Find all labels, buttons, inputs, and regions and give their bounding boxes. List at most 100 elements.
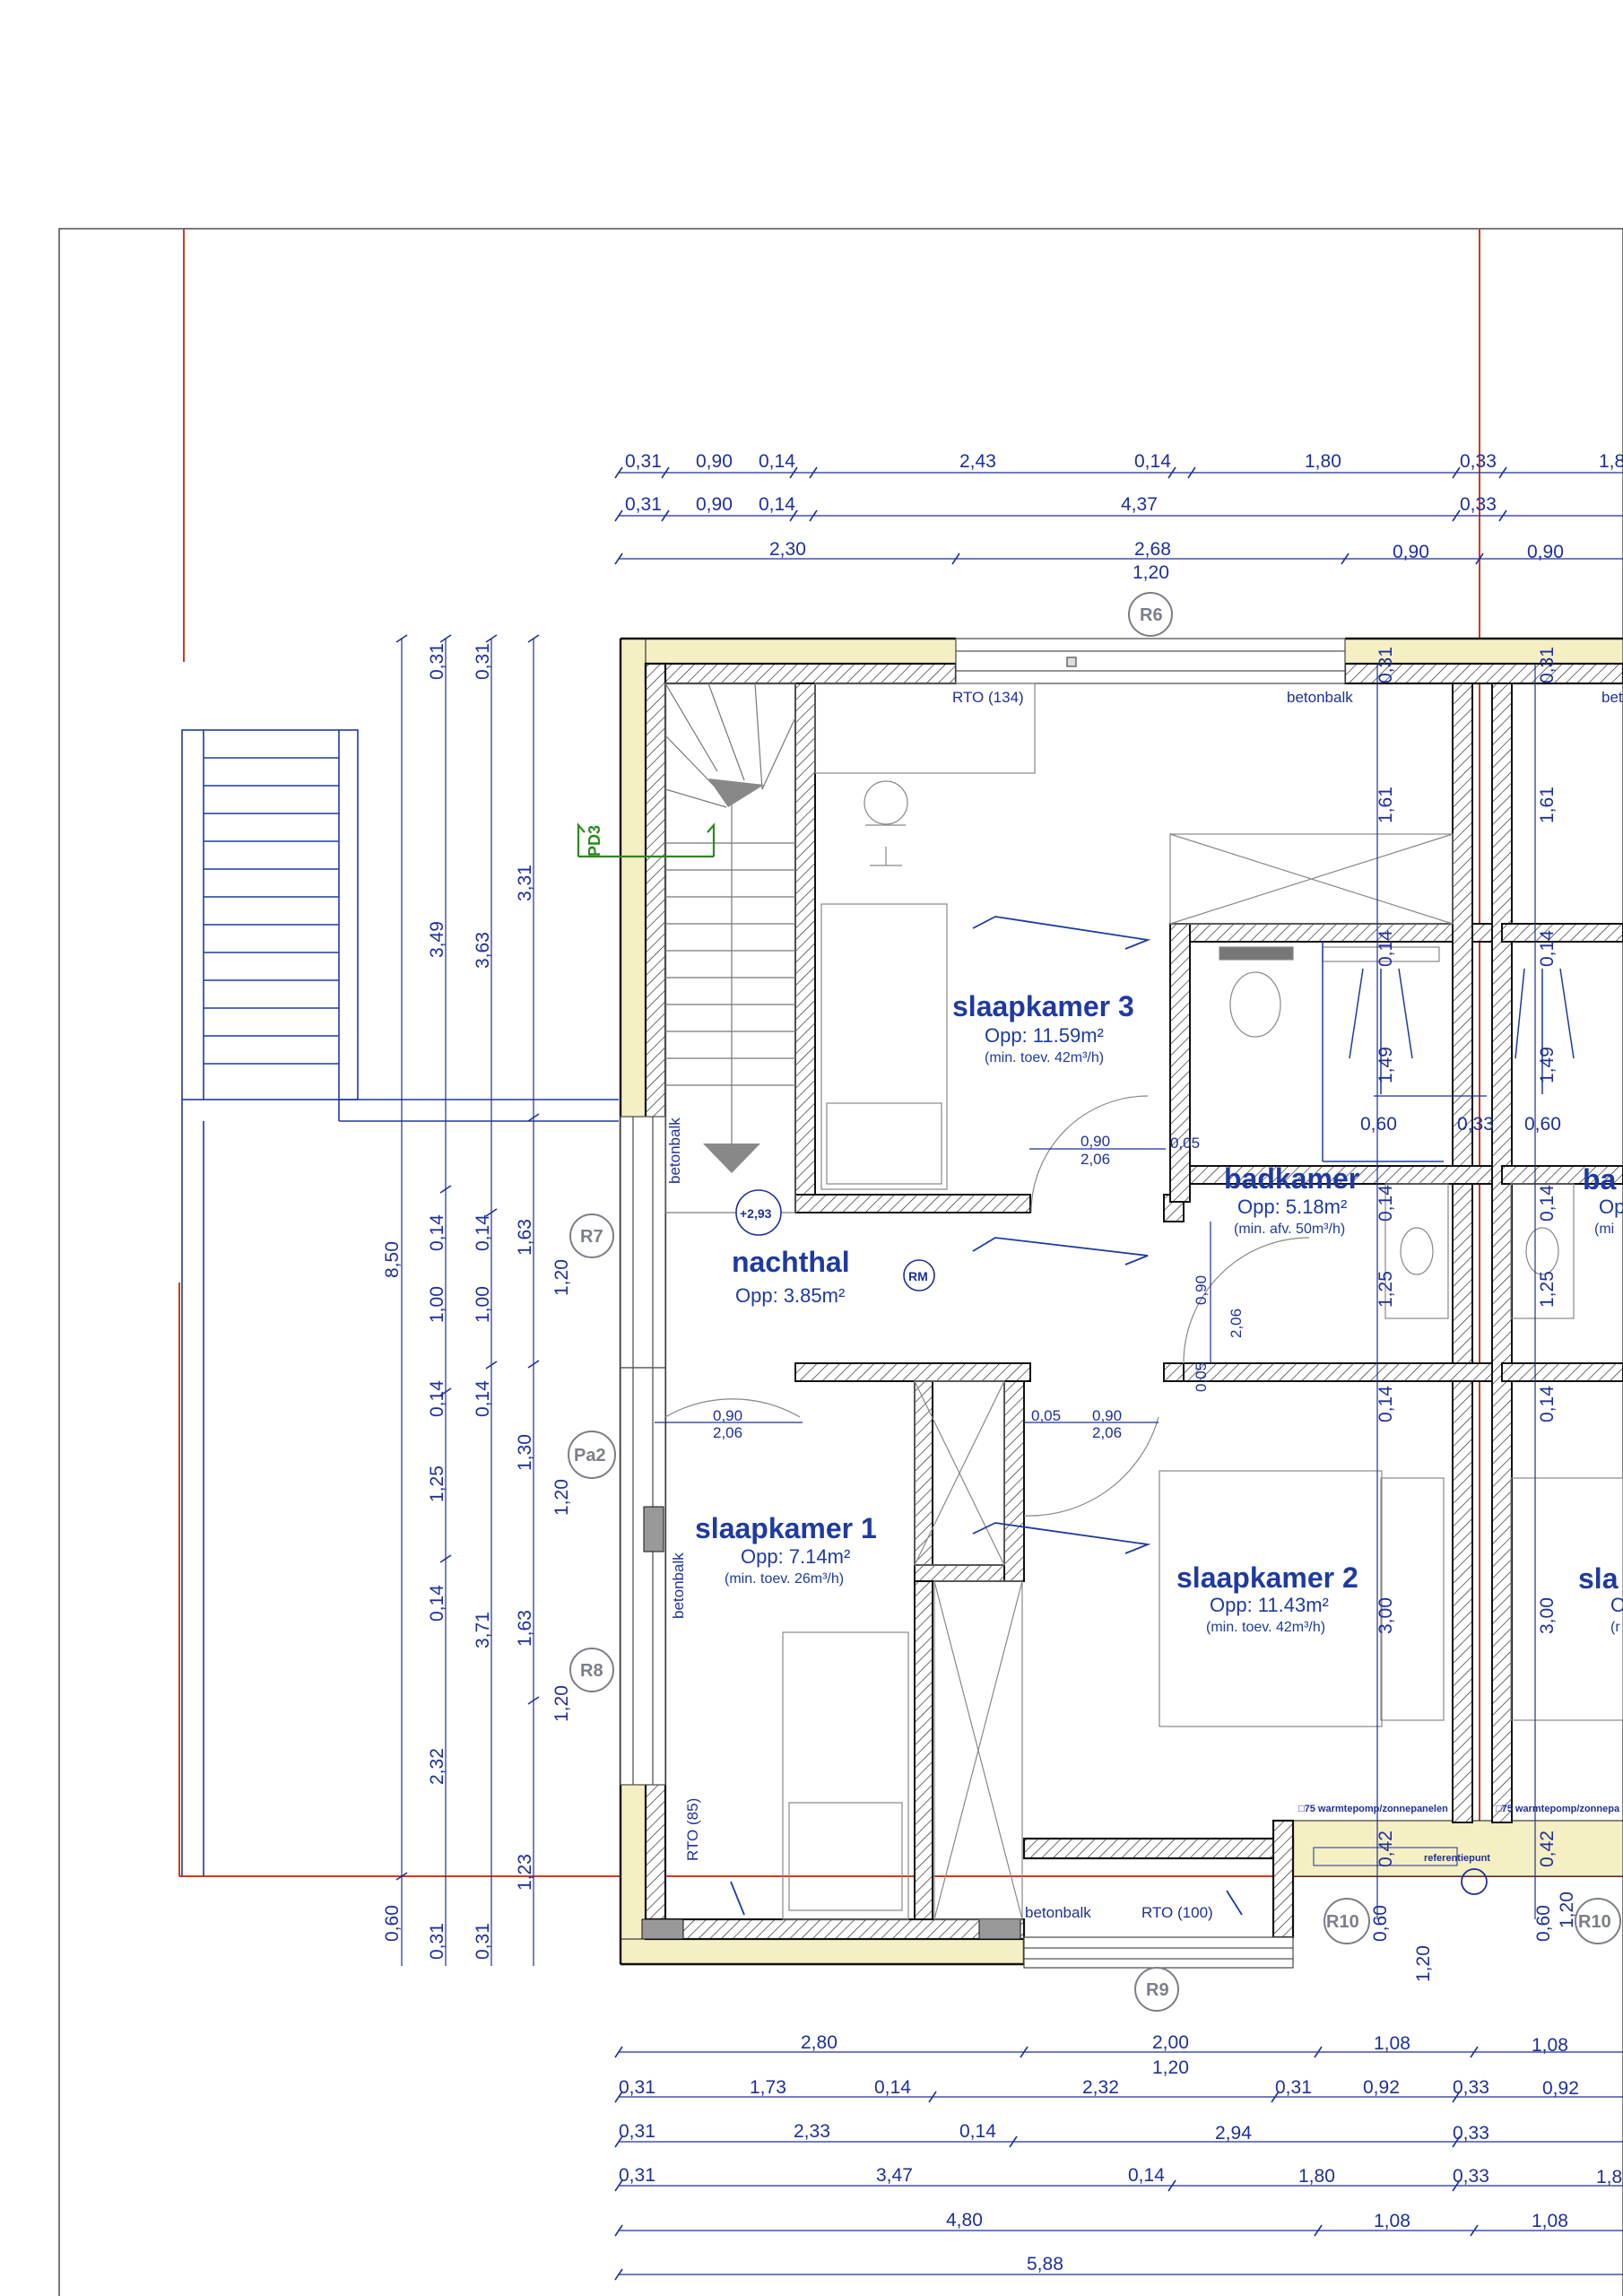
dim-interior-label: 0,14 [1376, 930, 1396, 967]
dim-left-label: 1,30 [515, 1434, 535, 1471]
dim-top-label: 0,33 [1460, 494, 1497, 515]
dim-interior-label: 3,00 [1537, 1597, 1558, 1634]
dim-interior-label: 1,49 [1376, 1047, 1396, 1083]
dim-interior-label: 1,61 [1376, 787, 1396, 823]
window-marker-r10-neighbor: R10 [1578, 1912, 1611, 1932]
dim-bottom-label: 0,31 [619, 2077, 655, 2098]
dim-bottom-label: 2,94 [1215, 2123, 1252, 2144]
dim-interior-label: 0,60 [1524, 1114, 1561, 1135]
room-name-slaapkamer-1: slaapkamer 1 [695, 1512, 877, 1544]
dim-bottom-label: 2,00 [1152, 2032, 1189, 2053]
reference-point [1313, 1847, 1488, 1895]
dim-bottom-label: 1,20 [1152, 2057, 1189, 2078]
room-name-badkamer-neighbor: ba [1583, 1163, 1617, 1196]
dim-bottom-label: 0,31 [619, 2121, 655, 2142]
window-marker-r10: R10 [1326, 1912, 1359, 1932]
window-marker-r8: R8 [580, 1661, 603, 1681]
marker-circles [568, 592, 1621, 2012]
door-width: 0,90 [1193, 1275, 1210, 1305]
dim-interior-label: 0,60 [1370, 1905, 1391, 1942]
window-marker-r9: R9 [1146, 1980, 1169, 2000]
room-ventilation: (r [1610, 1620, 1620, 1635]
dim-top-label: 0,90 [696, 451, 733, 472]
dim-top-label: 2,30 [769, 539, 806, 560]
dim-left-label: 8,50 [382, 1241, 403, 1278]
dim-bottom-label: 0,33 [1453, 2077, 1489, 2098]
room-area: Opp: 7.14m² [741, 1545, 850, 1568]
dimension-ticks [395, 466, 1507, 2281]
dim-top-label: 0,90 [696, 494, 733, 515]
label-rto-134: RTO (134) [952, 689, 1024, 706]
door-offset: 0,05 [1170, 1135, 1200, 1152]
dim-bottom-label: 0,92 [1363, 2077, 1400, 2098]
room-name-slaapkamer-3: slaapkamer 3 [952, 990, 1134, 1022]
dim-bottom-label: 5,88 [1027, 2254, 1063, 2274]
door-width: 0,90 [1092, 1407, 1122, 1424]
dim-top-label: 0,90 [1393, 542, 1429, 562]
dim-interior-label: 0,14 [1537, 1185, 1558, 1222]
dim-bottom-label: 2,32 [1082, 2077, 1119, 2098]
label-section-pd3: PD3 [586, 825, 603, 857]
label-betonbalk: betonbalk [1287, 689, 1353, 706]
room-area: Opp: 11.59m² [985, 1024, 1104, 1047]
door-height: 2,06 [1081, 1151, 1110, 1168]
dim-bottom-label: 0,14 [1128, 2165, 1165, 2186]
dim-bottom-label: 1,08 [1532, 2211, 1568, 2231]
dim-top-label: 1,20 [1133, 562, 1169, 583]
dim-top-label: 0,14 [759, 494, 795, 515]
dim-top-label: 2,43 [959, 451, 996, 472]
door-offset: 0,05 [1193, 1362, 1210, 1392]
dim-interior-label: 0,42 [1537, 1831, 1558, 1867]
dim-bottom-label: 0,31 [619, 2165, 655, 2186]
window-marker-r6: R6 [1140, 605, 1163, 625]
label-rto-100: RTO (100) [1141, 1904, 1213, 1921]
dim-top-label: 0,90 [1527, 542, 1564, 562]
stair-arrow [703, 1144, 760, 1173]
dim-interior-label: 0,33 [1457, 1114, 1494, 1135]
dim-left-label: 2,32 [427, 1748, 447, 1785]
dim-interior-label: 1,49 [1537, 1047, 1558, 1083]
dim-bottom-label: 1,73 [750, 2077, 786, 2098]
flow-arrows [730, 916, 1243, 1916]
dim-left-label: 0,31 [473, 643, 493, 680]
label-betonbalk: betonbalk [670, 1552, 687, 1619]
dim-interior-label: 1,25 [1376, 1271, 1396, 1308]
dim-interior-label: 0,60 [1533, 1905, 1554, 1942]
level-marker: +2,93 [740, 1206, 772, 1221]
dim-interior-label: 0,42 [1376, 1831, 1396, 1867]
dim-left-label: 3,31 [515, 865, 535, 901]
label-warmtepomp: □75 warmtepomp/zonnepanelen [1298, 1804, 1448, 1814]
room-area: Opp: 11.43m² [1210, 1594, 1329, 1616]
dim-top-label: 0,31 [625, 494, 662, 515]
dim-bottom-label: 0,33 [1453, 2123, 1489, 2144]
fixtures [664, 683, 1623, 1920]
dim-left-label: 1,20 [551, 1259, 572, 1296]
room-area: Opp: 3.85m² [735, 1284, 845, 1307]
dim-top-label: 4,37 [1121, 494, 1158, 515]
dim-interior-label: 1,20 [1413, 1945, 1434, 1982]
label-betonbalk: betonbalk [1025, 1904, 1091, 1921]
dim-left-label: 1,20 [551, 1479, 572, 1516]
dim-left-label: 0,31 [473, 1923, 493, 1960]
sheet-frame [58, 228, 1623, 2296]
dim-left-label: 1,20 [551, 1685, 572, 1722]
external-stair [181, 729, 619, 1876]
dim-interior-label: 0,31 [1537, 647, 1558, 683]
property-lines [178, 229, 1623, 1877]
dim-left-label: 1,23 [515, 1854, 535, 1891]
dim-left-label: 0,31 [427, 643, 447, 680]
dim-left-label: 3,71 [473, 1612, 493, 1648]
section-marker [577, 822, 716, 858]
room-area: Op [1599, 1196, 1623, 1218]
room-ventilation: (min. toev. 42m³/h) [985, 1050, 1104, 1065]
dim-bottom-label: 2,33 [794, 2121, 830, 2142]
dim-bottom-label: 0,92 [1542, 2078, 1579, 2099]
dim-interior-label: 0,60 [1360, 1114, 1397, 1135]
dim-top-label: 0,31 [625, 451, 662, 472]
dim-left-label: 0,14 [427, 1585, 447, 1622]
room-area: Opp: 5.18m² [1237, 1196, 1347, 1218]
door-offset: 0,05 [1031, 1407, 1061, 1424]
dim-top-label: 0,33 [1460, 451, 1497, 472]
dim-left-label: 3,63 [473, 932, 493, 969]
